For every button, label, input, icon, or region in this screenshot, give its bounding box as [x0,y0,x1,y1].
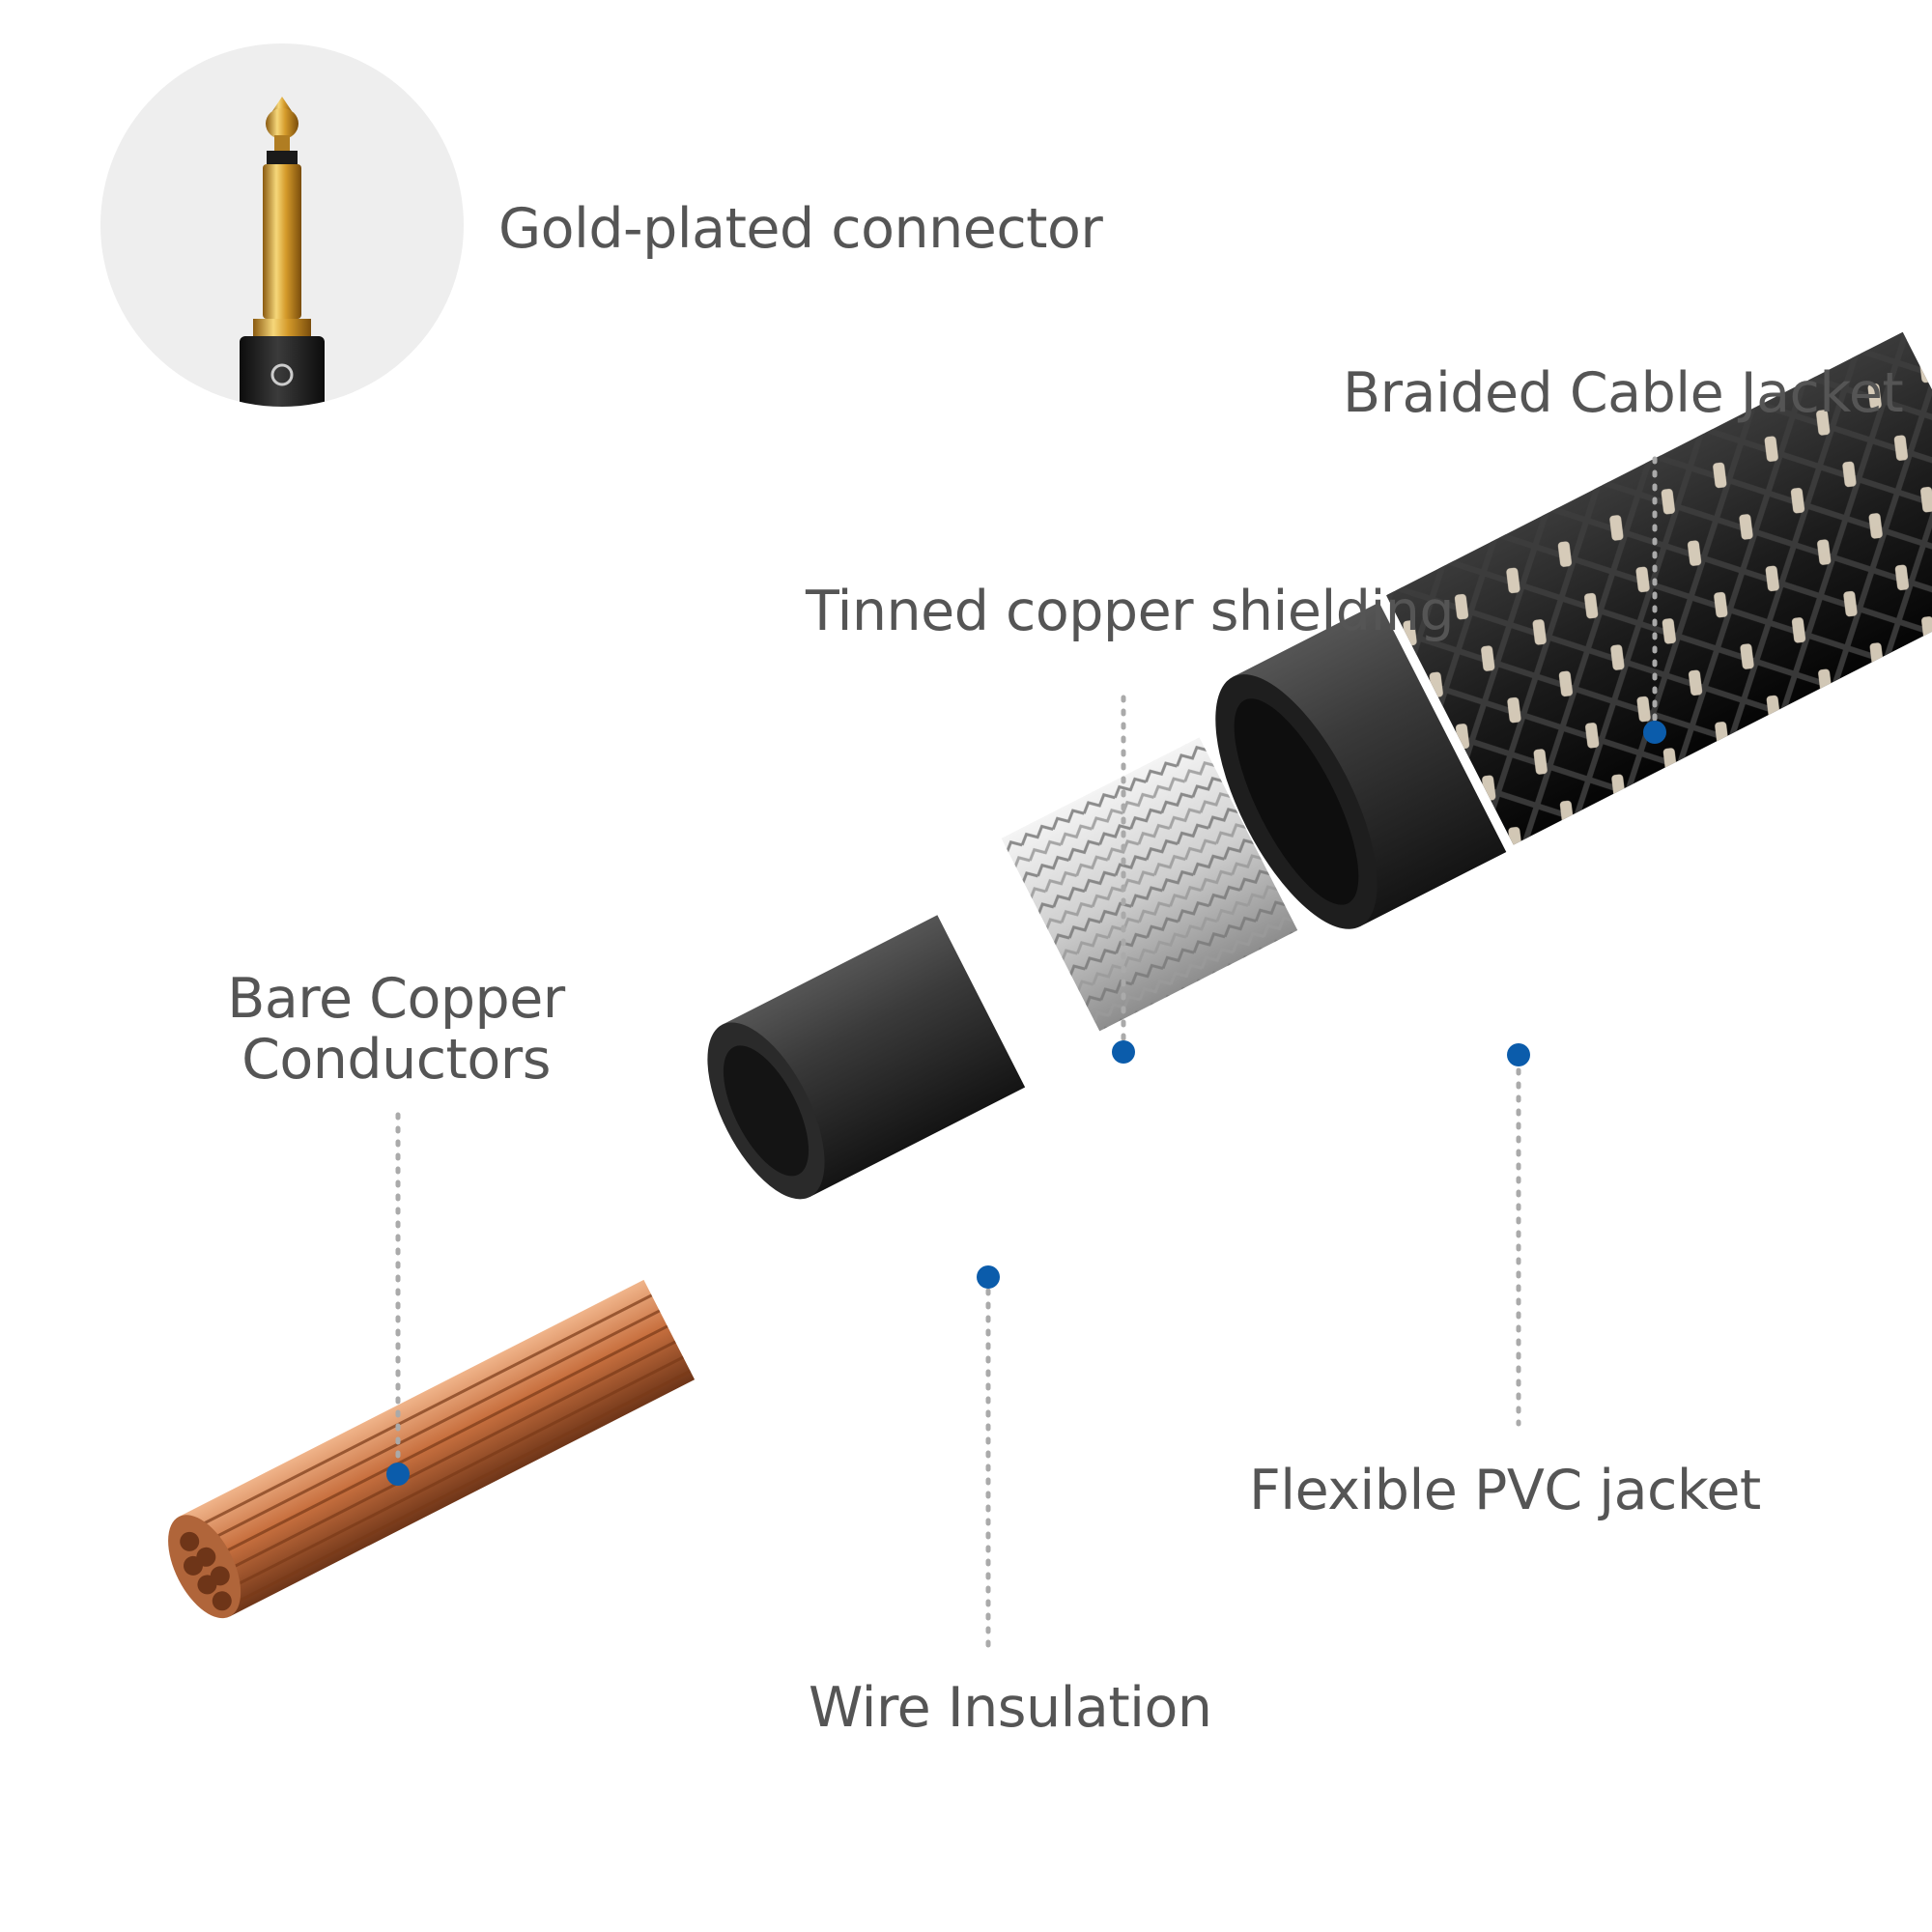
label-conductors-line1: Bare Copper [227,967,565,1031]
tinned-copper-shielding [1001,737,1298,1032]
marker-pvc-jacket [1507,1043,1530,1066]
label-pvc-jacket: Flexible PVC jacket [1249,1459,1761,1522]
flexible-pvc-jacket [1215,602,1507,929]
marker-conductors [386,1463,410,1486]
label-conductors-line2: Conductors [242,1027,551,1092]
connector-thumbnail [100,43,464,407]
wire-insulation [707,915,1026,1200]
marker-braided-jacket [1643,721,1666,744]
label-conductors: Bare Copper Conductors [222,969,570,1090]
quarter-inch-jack-plug-icon [240,97,325,407]
braided-cable-jacket [1386,331,1932,845]
label-braided-jacket: Braided Cable Jacket [1343,361,1904,425]
leader-lines [395,456,1658,1650]
marker-shielding [1112,1040,1135,1064]
cable-cross-section [168,331,1932,1619]
marker-insulation [977,1265,1000,1289]
markers [386,721,1666,1486]
label-shielding: Tinned copper shielding [806,580,1455,643]
bare-copper-conductors [168,1279,696,1619]
label-connector: Gold-plated connector [498,197,1103,261]
label-insulation: Wire Insulation [809,1676,1212,1740]
